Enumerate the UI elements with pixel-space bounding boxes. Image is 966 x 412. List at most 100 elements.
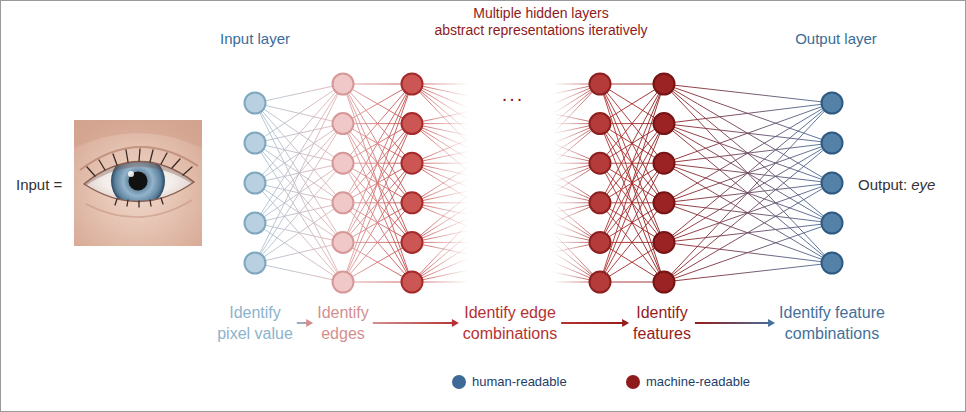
- weight-line: [664, 103, 832, 282]
- neuron: [333, 192, 354, 213]
- weight-line: [255, 84, 343, 223]
- hidden-layers-subtitle: abstract representations iteratively: [434, 22, 647, 39]
- weight-line: [255, 143, 343, 282]
- layer-label: Input layer: [220, 30, 290, 48]
- weight-line: [343, 84, 412, 203]
- weight-line: [255, 263, 343, 282]
- weight-line: [343, 163, 412, 282]
- output-label: Output:: [858, 176, 907, 194]
- weight-line: [600, 84, 664, 203]
- neuron: [590, 113, 611, 134]
- legend-text: machine-readable: [646, 374, 750, 390]
- weight-line: [412, 84, 468, 143]
- neuron: [590, 232, 611, 253]
- weight-line: [600, 84, 664, 282]
- weight-line: [600, 84, 664, 282]
- neuron: [590, 74, 611, 95]
- arrow-head: [306, 319, 313, 327]
- neuron: [402, 192, 423, 213]
- legend-swatch: [626, 375, 640, 389]
- weight-line: [343, 163, 412, 282]
- input-label: Input =: [16, 176, 62, 194]
- output-value: eye: [911, 176, 935, 194]
- neuron: [333, 272, 354, 293]
- weight-line: [664, 84, 832, 103]
- weight-line: [343, 84, 412, 124]
- arrow-line: [373, 322, 453, 324]
- flow-arrow: [297, 319, 313, 327]
- stage-text: Identify feature combinations: [754, 302, 910, 344]
- neuron: [333, 153, 354, 174]
- ellipsis: ...: [502, 82, 525, 106]
- weight-line: [664, 103, 832, 124]
- neuron: [245, 253, 266, 274]
- stage-text: Identify pixel value: [213, 302, 297, 344]
- network-connections: [255, 84, 832, 282]
- neuron: [654, 272, 675, 293]
- legend-text: human-readable: [472, 374, 567, 390]
- neuron: [402, 113, 423, 134]
- neuron: [245, 133, 266, 154]
- hidden-layers-title: Multiple hidden layers: [473, 5, 608, 22]
- weight-line: [255, 242, 343, 263]
- neuron: [590, 272, 611, 293]
- neuron: [402, 153, 423, 174]
- weight-line: [255, 203, 343, 263]
- neurons: [245, 74, 843, 293]
- neuron: [333, 113, 354, 134]
- weight-line: [664, 84, 832, 143]
- weight-line: [255, 223, 343, 282]
- arrow-line: [561, 322, 623, 324]
- weight-line: [255, 183, 343, 282]
- neuron: [402, 272, 423, 293]
- neuron: [333, 74, 354, 95]
- weight-line: [664, 84, 832, 183]
- neuron: [654, 153, 675, 174]
- stage-text: Identify edges: [307, 302, 379, 344]
- arrow-line: [297, 322, 307, 324]
- stage-text: Identify edge combinations: [440, 302, 580, 344]
- neuron: [245, 93, 266, 114]
- arrow-head: [622, 319, 629, 327]
- weight-line: [343, 84, 412, 124]
- flow-arrow: [695, 319, 775, 327]
- eye-photo: [74, 120, 202, 246]
- weight-line: [664, 183, 832, 282]
- neuron: [590, 153, 611, 174]
- arrow-head: [768, 319, 775, 327]
- neuron: [822, 173, 843, 194]
- stage-text: Identify features: [626, 302, 698, 344]
- weight-line: [664, 103, 832, 242]
- weight-line: [255, 103, 343, 282]
- weight-line: [664, 143, 832, 282]
- weight-line: [664, 223, 832, 282]
- weight-line: [664, 124, 832, 263]
- weight-line: [664, 103, 832, 203]
- weight-line: [600, 163, 664, 282]
- neuron: [822, 93, 843, 114]
- weight-line: [664, 84, 832, 263]
- weight-line: [343, 84, 412, 282]
- arrow-head: [452, 319, 459, 327]
- neuron: [245, 173, 266, 194]
- weight-line: [412, 223, 468, 282]
- stage-label: Identify edge combinations: [440, 302, 580, 344]
- arrow-line: [695, 322, 769, 324]
- weight-line: [343, 84, 412, 203]
- legend-swatch: [452, 375, 466, 389]
- neuron: [333, 232, 354, 253]
- neuron: [822, 133, 843, 154]
- weight-line: [255, 84, 343, 263]
- flow-arrow: [561, 319, 629, 327]
- weight-line: [343, 242, 412, 282]
- weight-line: [600, 163, 664, 282]
- weight-line: [255, 124, 343, 263]
- weight-line: [664, 103, 832, 163]
- neuron: [822, 213, 843, 234]
